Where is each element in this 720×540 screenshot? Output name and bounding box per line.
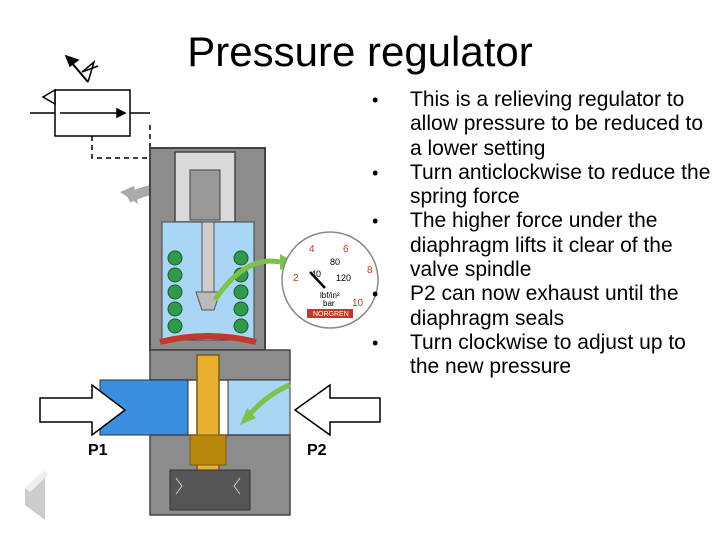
bullet-item: • This is a relieving regulator to allow … [362,88,712,161]
gauge-tick-40: 40 [311,269,321,279]
gauge-tick-4: 4 [309,244,315,255]
slide-title: Pressure regulator [187,28,533,75]
bullet-item: • The higher force under the diaphragm li… [362,209,712,282]
regulator-body [99,147,291,516]
back-arrow-icon[interactable] [25,470,48,520]
gauge-tick-10: 10 [352,298,364,309]
gauge-tick-80: 80 [330,257,340,267]
spring [167,250,249,334]
gauge-tick-6: 6 [343,244,349,255]
gauge-tick-2: 2 [293,273,299,284]
bullet-text: Turn anticlockwise to reduce the spring … [410,160,711,209]
inlet-arrow [39,383,127,437]
gauge-tick-120: 120 [336,273,351,283]
bullet-dot: • [372,162,379,183]
bullet-text: The higher force under the diaphragm lif… [410,209,673,282]
port-label-p2: P2 [307,442,327,459]
iso-symbol [30,54,151,159]
gauge-unit-bar: bar [323,299,335,308]
bullet-text: P2 can now exhaust until the diaphragm s… [410,282,679,330]
port-label-p1: P1 [88,442,108,459]
bullet-text: This is a relieving regulator to allow p… [410,88,704,160]
gauge-needle [309,271,326,289]
outlet-arrow [293,383,381,437]
bullet-dot: • [372,284,379,305]
bullet-text: Turn clockwise to adjust up to the new p… [410,330,686,379]
gauge-brand: NORGREN [313,311,349,318]
bullet-item: • P2 can now exhaust until the diaphragm … [362,282,712,331]
bullet-dot: • [372,90,379,110]
bullet-item: • Turn clockwise to adjust up to the new … [362,331,712,380]
gauge-unit-psi: lbf/in² [320,291,340,300]
gauge-tick-8: 8 [367,265,373,276]
pressure-gauge: 2 4 6 8 10 40 80 120 lbf/in² bar NORGREN [281,231,379,329]
bullet-dot: • [372,211,379,232]
bullet-list: • This is a relieving regulator to allow … [362,88,712,380]
bullet-dot: • [372,332,379,353]
bullet-item: • Turn anticlockwise to reduce the spring… [362,161,712,210]
